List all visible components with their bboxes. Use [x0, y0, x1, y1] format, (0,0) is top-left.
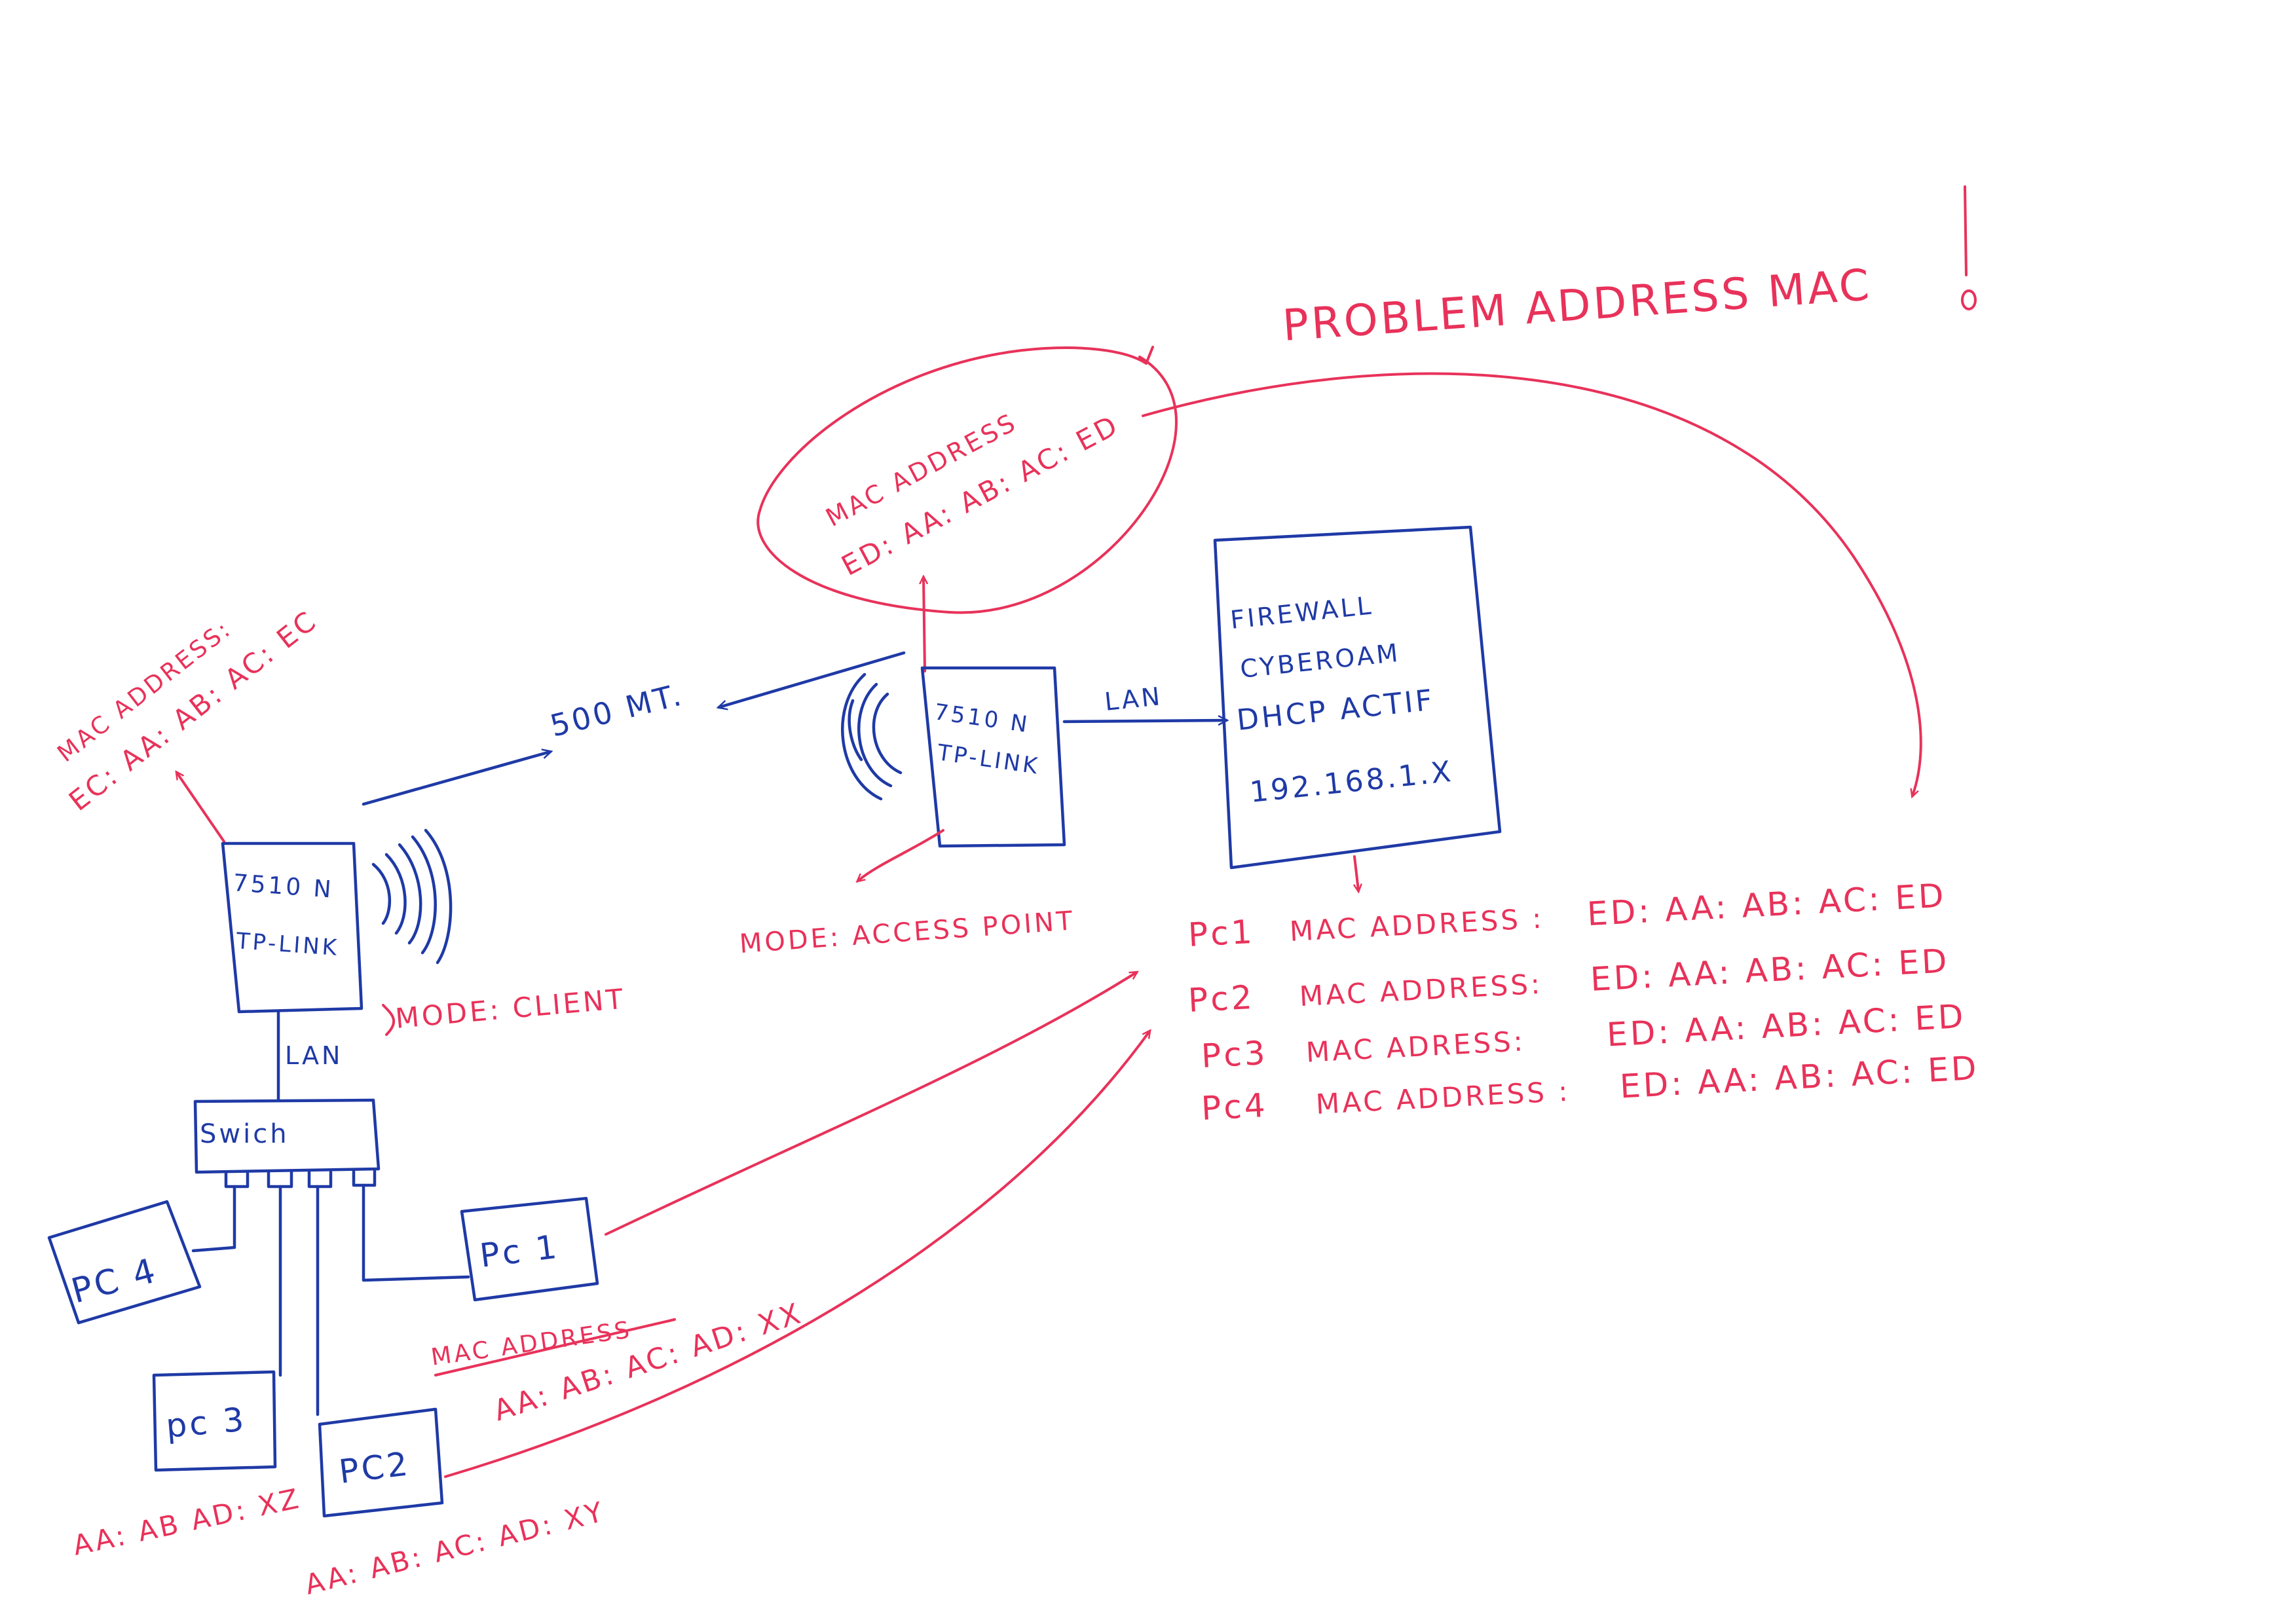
- mac-bubble-to-table-arrow: [1142, 372, 1922, 796]
- switch-ports: [224, 1169, 377, 1189]
- cable-pc1: [362, 1183, 470, 1282]
- client-mode: MODE: CLIENT: [394, 982, 627, 1035]
- table-mac-4: ED: AA: AB: AC: ED: [1619, 1049, 1980, 1106]
- ap-mac-bubble: MAC ADDRESS ED: AA: AB: AC: ED: [756, 346, 1178, 614]
- cable-pc4: [191, 1185, 236, 1253]
- ap-lan-label: LAN: [1103, 682, 1164, 716]
- pc3-label: pc 3: [164, 1400, 248, 1445]
- ap-router: 7510 N TP-LINK: [841, 666, 1066, 848]
- table-label-2: MAC ADDRESS:: [1299, 968, 1544, 1012]
- table-pc-4: Pc4: [1201, 1086, 1269, 1128]
- client-brand: TP-LINK: [234, 928, 340, 961]
- table-pc-2: Pc2: [1187, 978, 1256, 1020]
- client-wifi-icon: [371, 828, 453, 965]
- client-model: 7510 N: [232, 870, 334, 904]
- table-label-4: MAC ADDRESS :: [1315, 1075, 1571, 1120]
- pc2-to-table-arrow: [444, 1031, 1149, 1478]
- table-row: Pc4 MAC ADDRESS : ED: AA: AB: AC: ED: [1201, 1049, 1980, 1128]
- title-group: PROBLEM ADDRESS MAC: [1281, 185, 1977, 351]
- distance-label: 500 MT.: [547, 676, 687, 744]
- ap-to-distance-arrow: [719, 651, 906, 707]
- firewall-line-3: DHCP ACTIF: [1235, 684, 1436, 737]
- pc3-mac: AA: AB AD: XZ: [70, 1482, 304, 1562]
- table-mac-2: ED: AA: AB: AC: ED: [1590, 942, 1950, 999]
- pc-3: pc 3: [152, 1370, 277, 1472]
- pc2-label: PC2: [337, 1445, 412, 1491]
- client-router: 7510 N TP-LINK: [221, 828, 453, 1014]
- client-lan-label: LAN: [285, 1041, 343, 1070]
- pc1-mac-underline: [434, 1318, 676, 1376]
- table-pc-3: Pc3: [1201, 1034, 1269, 1075]
- table-label-1: MAC ADDRESS :: [1289, 902, 1545, 948]
- table-mac-1: ED: AA: AB: AC: ED: [1586, 876, 1947, 933]
- ap-mode-arrow: [858, 829, 944, 881]
- ap-brand: TP-LINK: [935, 739, 1042, 780]
- client-to-distance-arrow: [362, 752, 550, 806]
- ap-model: 7510 N: [933, 699, 1032, 738]
- table-mac-3: ED: AA: AB: AC: ED: [1606, 997, 1967, 1054]
- switch-label: Swich: [200, 1119, 289, 1149]
- ap-firewall-lan-line: [1062, 720, 1226, 722]
- firewall-line-4: 192.168.1.X: [1248, 755, 1455, 809]
- firewall-box: FIREWALL CYBEROAM DHCP ACTIF 192.168.1.X: [1213, 525, 1502, 870]
- exclamation-dot: [1961, 289, 1977, 310]
- pc-2: PC2: [318, 1407, 444, 1518]
- ap-to-mac-arrow: [924, 578, 925, 673]
- pc-4: PC 4: [47, 1200, 202, 1325]
- diagram-title: PROBLEM ADDRESS MAC: [1281, 259, 1874, 351]
- firewall-line-1: FIREWALL: [1229, 591, 1375, 635]
- table-label-3: MAC ADRESS:: [1305, 1025, 1526, 1068]
- firewall-line-2: CYBEROAM: [1239, 638, 1402, 684]
- client-to-mac-arrow: [177, 773, 225, 843]
- pc-1: Pc 1: [460, 1196, 599, 1302]
- pc1-mac: AA: AB: AC: AD: XX: [490, 1297, 807, 1428]
- ap-mode: MODE: ACCESS POINT: [738, 906, 1075, 959]
- firewall-to-table-arrow: [1354, 855, 1358, 891]
- client-mode-arrow: [382, 1004, 396, 1036]
- ap-wifi-icon: [841, 673, 903, 801]
- exclamation-stroke: [1964, 185, 1968, 276]
- switch: Swich: [193, 1098, 381, 1189]
- table-row: Pc1 MAC ADDRESS : ED: AA: AB: AC: ED: [1187, 876, 1947, 954]
- pc1-to-table-arrow: [605, 972, 1136, 1236]
- pc1-label: Pc 1: [477, 1228, 561, 1275]
- firewall-mac-table: Pc1 MAC ADDRESS : ED: AA: AB: AC: ED Pc2…: [1187, 876, 1980, 1128]
- table-pc-1: Pc1: [1187, 913, 1256, 954]
- pc2-mac: AA: AB: AC: AD: XY: [302, 1495, 608, 1600]
